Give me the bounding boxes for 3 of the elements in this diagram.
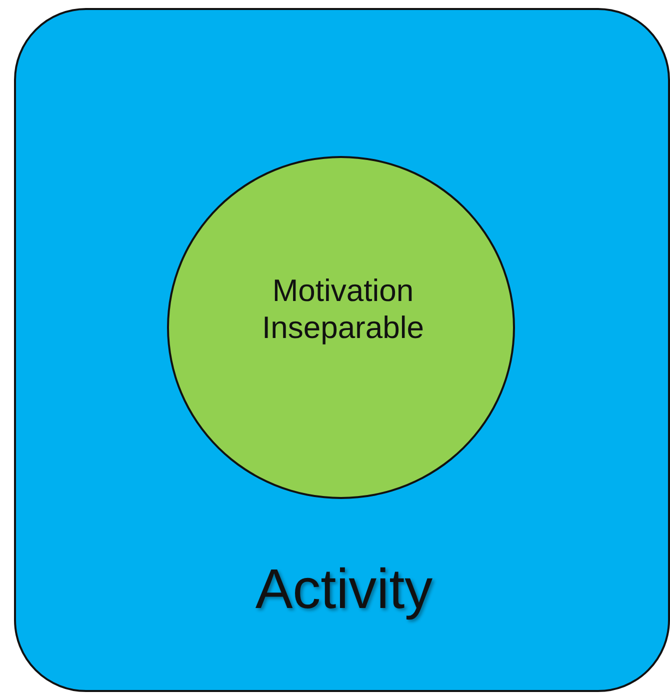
circle-label: Motivation Inseparable [260, 272, 425, 346]
activity-label: Activity [254, 556, 434, 622]
activity-box [14, 8, 670, 692]
